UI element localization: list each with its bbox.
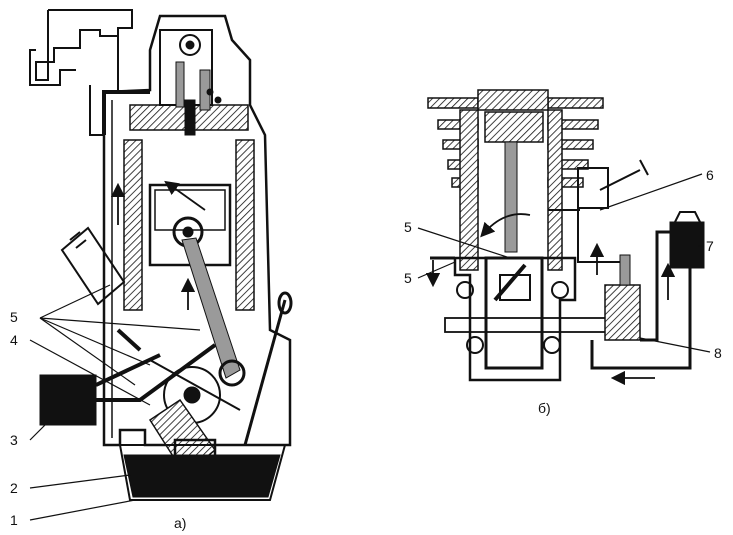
cylinder-b — [459, 89, 563, 271]
figure-b: 6 5 5 7 8 б) — [404, 89, 722, 416]
figure-a: 5 4 3 2 1 а) — [10, 9, 293, 531]
oil-filter — [39, 374, 97, 426]
label-1: 1 — [10, 512, 18, 528]
cylinder-head — [129, 29, 249, 136]
label-5: 5 — [10, 309, 18, 325]
oil-pan — [118, 444, 287, 501]
label-6: 6 — [706, 167, 714, 183]
leader-lines-b — [417, 173, 711, 353]
label-4: 4 — [10, 332, 18, 348]
oil-pump-b — [604, 254, 641, 341]
label-5-lower: 5 — [404, 270, 412, 286]
leader-lines — [29, 284, 201, 521]
flow-arrows — [110, 180, 206, 310]
caption-a: а) — [174, 515, 186, 531]
label-8: 8 — [714, 345, 722, 361]
caption-b: б) — [538, 400, 551, 416]
dipstick — [243, 291, 293, 446]
control-unit-box — [29, 9, 133, 136]
distributor — [60, 226, 126, 306]
oil-tank — [669, 211, 705, 269]
crankcase-b — [453, 256, 577, 382]
cylinder — [123, 139, 255, 311]
flow-arrows-b — [425, 213, 676, 386]
label-3: 3 — [10, 432, 18, 448]
label-2: 2 — [10, 480, 18, 496]
connecting-rod — [181, 237, 246, 387]
label-5-upper: 5 — [404, 219, 412, 235]
carburetor — [548, 159, 649, 263]
crankshaft — [149, 359, 241, 424]
label-7: 7 — [706, 238, 714, 254]
engine-block — [102, 14, 292, 447]
